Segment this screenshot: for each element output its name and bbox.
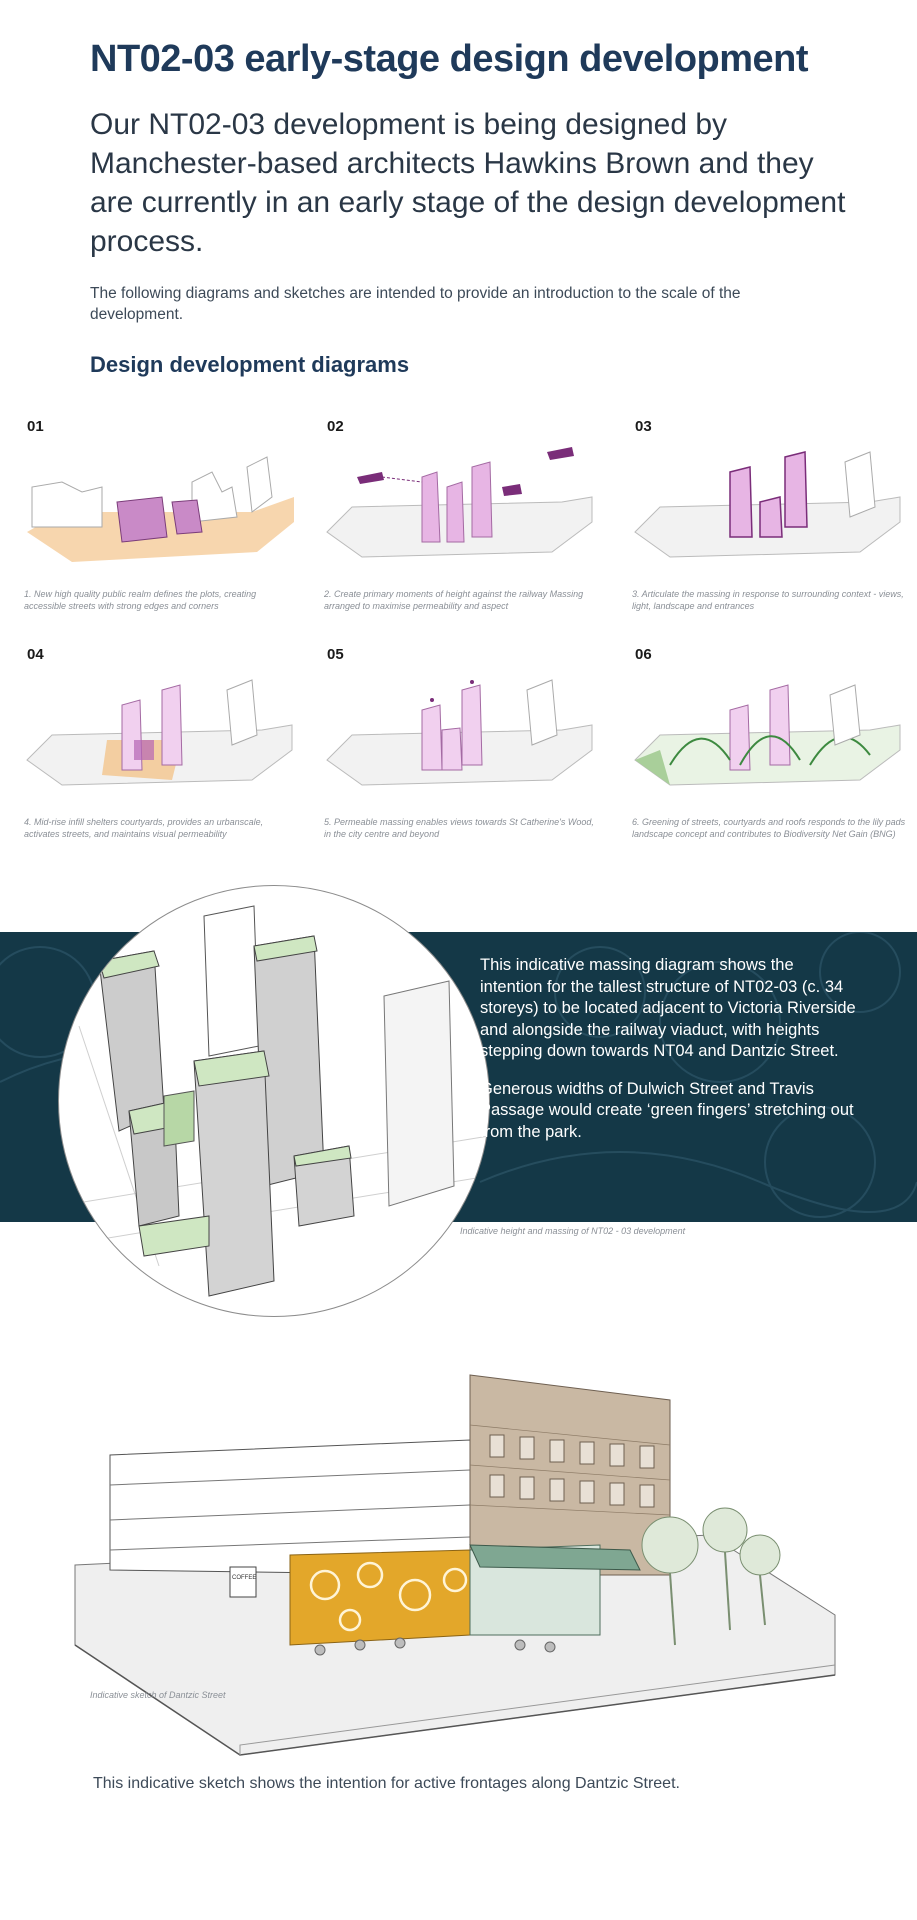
diagram-06: 06 6. Greening of streets, courtyards an…	[630, 646, 917, 856]
intro-paragraph: The following diagrams and sketches are …	[90, 285, 741, 323]
diagram-03-illustration	[634, 451, 901, 558]
diagram-number: 06	[635, 646, 652, 663]
diagram-04-illustration	[26, 679, 293, 786]
massing-description: This indicative massing diagram shows th…	[480, 955, 860, 1159]
diagram-caption: 6. Greening of streets, courtyards and r…	[632, 817, 906, 839]
diagram-02-illustration	[326, 447, 593, 558]
diagram-caption: 3. Articulate the massing in response to…	[632, 589, 904, 611]
massing-text-1: This indicative massing diagram shows th…	[480, 956, 856, 1060]
massing-illustration	[59, 905, 489, 1297]
dantzic-street-sketch: COFFEE	[74, 1374, 836, 1756]
lead-paragraph: Our NT02-03 development is being designe…	[90, 108, 846, 258]
sketch-description: This indicative sketch shows the intenti…	[93, 1775, 680, 1792]
diagram-caption: 5. Permeable massing enables views towar…	[324, 817, 594, 839]
diagram-06-illustration	[634, 684, 901, 786]
massing-diagram-circle	[58, 885, 490, 1317]
diagram-04: 04 4. Mid-rise infill shelters courtyard…	[22, 646, 312, 856]
diagram-01: 01 1. New high quality public realm defi…	[22, 418, 312, 628]
diagram-caption: 4. Mid-rise infill shelters courtyards, …	[24, 817, 264, 839]
diagram-number: 05	[327, 646, 344, 663]
diagram-number: 03	[635, 418, 652, 435]
massing-caption: Indicative height and massing of NT02 - …	[460, 1226, 686, 1236]
diagram-caption: 1. New high quality public realm defines…	[24, 589, 257, 611]
diagram-caption: 2. Create primary moments of height agai…	[324, 589, 584, 611]
diagram-number: 02	[327, 418, 344, 435]
diagram-03: 03 3. Articulate the massing in response…	[630, 418, 917, 628]
page-title: NT02-03 early-stage design development	[90, 38, 809, 80]
diagram-05: 05 5. Permeable massing enables views to…	[322, 646, 612, 856]
sketch-caption: Indicative sketch of Dantzic Street	[90, 1690, 226, 1700]
diagram-01-illustration	[27, 456, 294, 562]
diagram-number: 04	[27, 646, 44, 663]
diagram-05-illustration	[326, 679, 593, 786]
sketch-sign-text: COFFEE	[232, 1575, 256, 1581]
diagrams-heading: Design development diagrams	[90, 352, 410, 377]
massing-text-2: Generous widths of Dulwich Street and Tr…	[480, 1079, 854, 1141]
diagram-number: 01	[27, 418, 44, 435]
diagram-02: 02 2. Create primary moments of height a…	[322, 418, 612, 628]
